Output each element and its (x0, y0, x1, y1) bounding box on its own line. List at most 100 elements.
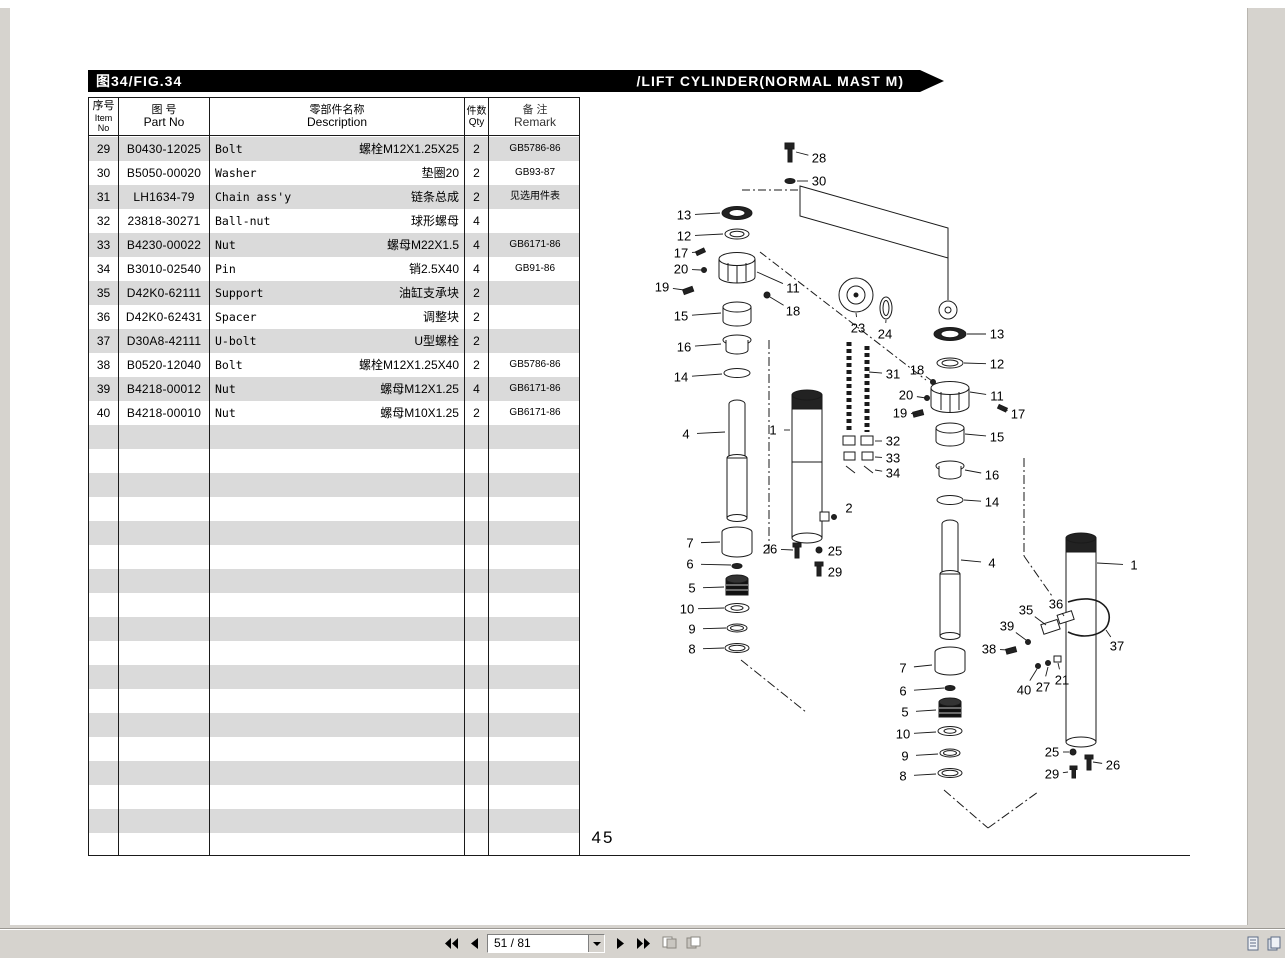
callout-16: 16 (985, 468, 999, 483)
cell-item-no: 35 (96, 286, 111, 300)
callout-8: 8 (899, 769, 906, 784)
previous-view-button[interactable] (659, 935, 679, 953)
table-row-empty (89, 809, 579, 833)
next-view-button[interactable] (683, 935, 703, 953)
cell-qty: 2 (473, 334, 480, 348)
cell-description: Nut 螺母M22X1.5 (210, 233, 464, 257)
dropdown-arrow-icon[interactable] (588, 935, 604, 952)
cell-description: Washer 垫圈20 (210, 161, 464, 185)
callout-16: 16 (677, 340, 691, 355)
toolbar-divider-highlight (0, 929, 1285, 930)
cell-qty: 2 (473, 142, 480, 156)
callout-29: 29 (1045, 767, 1059, 782)
cell-item-no: 34 (96, 262, 111, 276)
table-row-empty (89, 545, 579, 569)
page-number: 45 (591, 828, 615, 847)
last-page-button[interactable] (633, 935, 653, 953)
cell-item-no: 30 (96, 166, 111, 180)
copy-page-icon[interactable] (1266, 936, 1282, 952)
table-row-empty (89, 761, 579, 785)
callout-39: 39 (1000, 619, 1014, 634)
cell-remark (489, 281, 581, 305)
table-row-empty (89, 593, 579, 617)
callout-1: 1 (769, 423, 776, 438)
table-row-empty (89, 425, 579, 449)
cell-item-no: 39 (96, 382, 111, 396)
description-english: Bolt (215, 358, 243, 372)
callout-10: 10 (680, 602, 694, 617)
callout-17: 17 (1011, 407, 1025, 422)
cell-qty: 4 (473, 238, 480, 252)
callout-25: 25 (828, 544, 842, 559)
next-page-button[interactable] (610, 935, 630, 953)
callout-23: 23 (851, 321, 865, 336)
description-chinese: 球形螺母 (410, 214, 459, 228)
table-row-empty (89, 617, 579, 641)
description-chinese: 螺母M12X1.25 (380, 382, 459, 396)
cell-item-no: 38 (96, 358, 111, 372)
cell-part-no: B3010-02540 (126, 262, 202, 276)
cell-part-no: D42K0-62431 (125, 310, 203, 324)
parts-table-header: 序号 Item No 图 号 Part No 零部件名称 Description… (89, 98, 579, 136)
top-strip (0, 0, 1285, 8)
cell-part-no: D30A8-42111 (126, 334, 202, 348)
description-english: Nut (215, 406, 236, 420)
column-header-part-no: 图 号 Part No (143, 103, 185, 130)
callout-32: 32 (886, 434, 900, 449)
description-english: Support (215, 286, 264, 300)
callout-12: 12 (990, 357, 1004, 372)
table-row-empty (89, 833, 579, 857)
callout-5: 5 (901, 705, 908, 720)
callout-15: 15 (990, 430, 1004, 445)
callout-5: 5 (688, 581, 695, 596)
cell-remark: GB93-87 (514, 167, 556, 178)
callout-37: 37 (1110, 639, 1124, 654)
callout-24: 24 (878, 327, 892, 342)
cell-remark: GB6171-86 (509, 407, 561, 418)
previous-page-button[interactable] (464, 935, 484, 953)
cell-qty: 4 (473, 214, 480, 228)
table-row-empty (89, 473, 579, 497)
callout-19: 19 (893, 406, 907, 421)
figure-banner-arrow (920, 70, 944, 92)
description-chinese: 螺母M22X1.5 (386, 238, 459, 252)
cell-qty: 2 (473, 286, 480, 300)
callout-34: 34 (886, 466, 900, 481)
cell-qty: 2 (473, 190, 480, 204)
first-page-icon (444, 937, 458, 952)
description-english: Pin (215, 262, 236, 276)
callout-28: 28 (812, 151, 826, 166)
callout-11: 11 (786, 281, 800, 296)
callout-12: 12 (677, 229, 691, 244)
cell-item-no: 36 (96, 310, 111, 324)
description-chinese: 垫圈20 (421, 166, 459, 180)
cell-part-no: B4230-00022 (126, 238, 202, 252)
description-english: Nut (215, 238, 236, 252)
callout-21: 21 (1055, 673, 1069, 688)
cell-remark: GB6171-86 (509, 383, 561, 394)
document-icon[interactable] (1245, 936, 1261, 952)
table-row-empty (89, 521, 579, 545)
callout-13: 13 (990, 327, 1004, 342)
description-english: Washer (215, 166, 257, 180)
cell-item-no: 37 (96, 334, 111, 348)
table-row-empty (89, 689, 579, 713)
parts-table: 序号 Item No 图 号 Part No 零部件名称 Description… (88, 97, 580, 856)
table-row-empty (89, 737, 579, 761)
page-indicator-value: 51 / 81 (494, 936, 531, 950)
page-indicator-combobox[interactable]: 51 / 81 (487, 934, 605, 953)
callout-38: 38 (982, 642, 996, 657)
description-chinese: 调整块 (422, 310, 459, 324)
first-page-button[interactable] (441, 935, 461, 953)
